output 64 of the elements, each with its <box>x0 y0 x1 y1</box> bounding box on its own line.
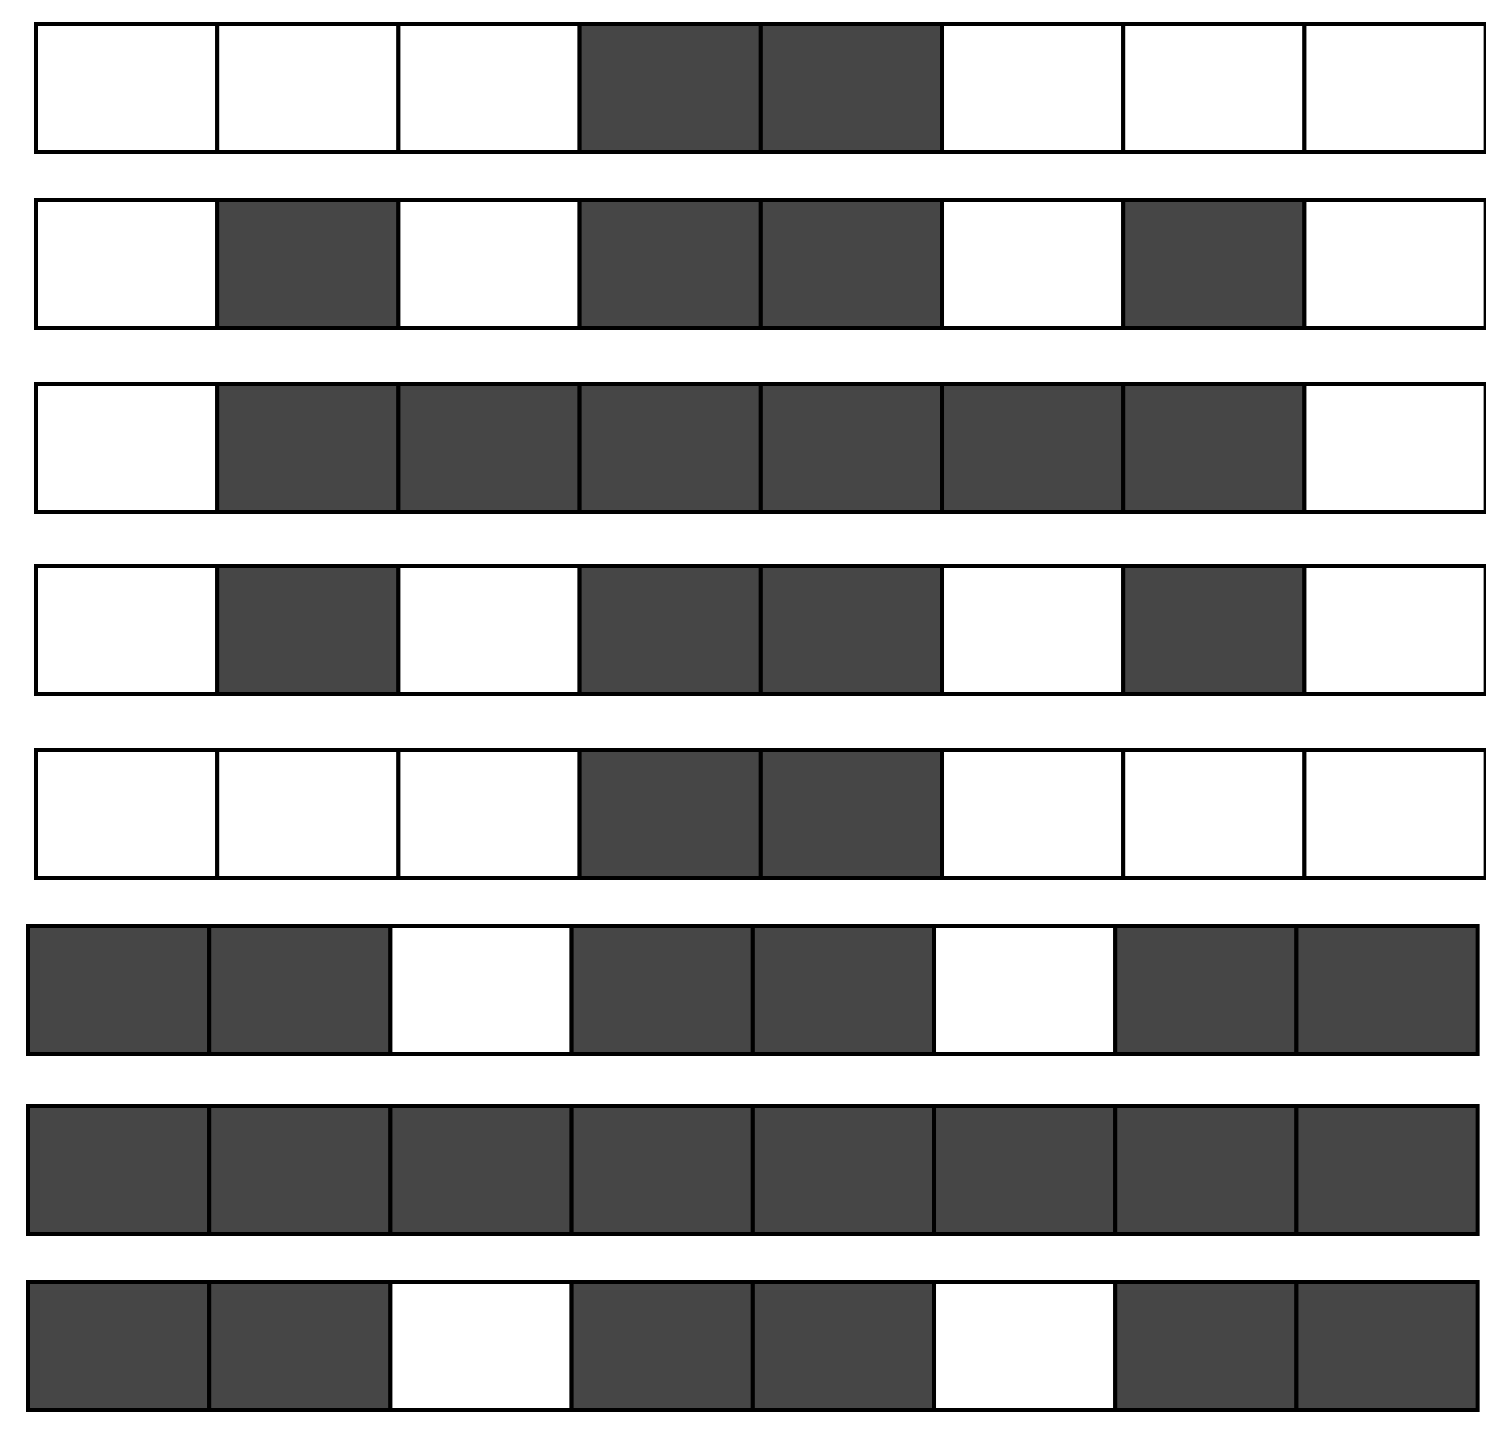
square <box>1302 382 1486 514</box>
square <box>34 22 220 154</box>
square <box>940 198 1126 330</box>
shaded-square <box>758 564 944 696</box>
shaded-square <box>207 1280 393 1412</box>
shaded-square <box>1121 198 1307 330</box>
square <box>1121 22 1307 154</box>
square <box>1302 198 1486 330</box>
square <box>396 198 582 330</box>
square <box>215 22 401 154</box>
shaded-square <box>1294 1104 1480 1236</box>
square <box>388 1280 574 1412</box>
shaded-square <box>577 748 763 880</box>
shaded-square <box>569 1104 755 1236</box>
shaded-square <box>750 1104 936 1236</box>
shaded-square <box>396 382 582 514</box>
square <box>34 564 220 696</box>
square <box>34 748 220 880</box>
shaded-square <box>1113 924 1299 1056</box>
shaded-square <box>569 1280 755 1412</box>
shaded-square <box>1113 1104 1299 1236</box>
shaded-square <box>577 22 763 154</box>
shaded-square <box>577 198 763 330</box>
shaded-square <box>1121 564 1307 696</box>
shaded-square <box>758 198 944 330</box>
shaded-square <box>577 382 763 514</box>
shaded-square <box>215 564 401 696</box>
square <box>34 382 220 514</box>
square <box>940 748 1126 880</box>
square <box>215 748 401 880</box>
shaded-square <box>750 924 936 1056</box>
shaded-square <box>388 1104 574 1236</box>
shaded-square <box>1294 1280 1480 1412</box>
square <box>396 564 582 696</box>
square <box>940 564 1126 696</box>
shaded-square <box>758 748 944 880</box>
shaded-square <box>215 382 401 514</box>
shaded-square <box>569 924 755 1056</box>
shaded-square <box>26 1104 212 1236</box>
square <box>1302 564 1486 696</box>
square <box>1302 748 1486 880</box>
shaded-square <box>932 1104 1118 1236</box>
square <box>396 22 582 154</box>
shaded-square <box>1294 924 1480 1056</box>
shaded-square <box>750 1280 936 1412</box>
shaded-square <box>1113 1280 1299 1412</box>
shaded-square <box>26 1280 212 1412</box>
square <box>396 748 582 880</box>
square <box>34 198 220 330</box>
shaded-square <box>758 22 944 154</box>
shaded-square <box>215 198 401 330</box>
shaded-square <box>1121 382 1307 514</box>
square <box>940 22 1126 154</box>
square <box>932 1280 1118 1412</box>
shaded-square <box>940 382 1126 514</box>
square <box>1121 748 1307 880</box>
shaded-square <box>207 924 393 1056</box>
shaded-square <box>577 564 763 696</box>
square <box>388 924 574 1056</box>
square <box>1302 22 1486 154</box>
shaded-square <box>26 924 212 1056</box>
shaded-square <box>758 382 944 514</box>
shaded-square <box>207 1104 393 1236</box>
square <box>932 924 1118 1056</box>
